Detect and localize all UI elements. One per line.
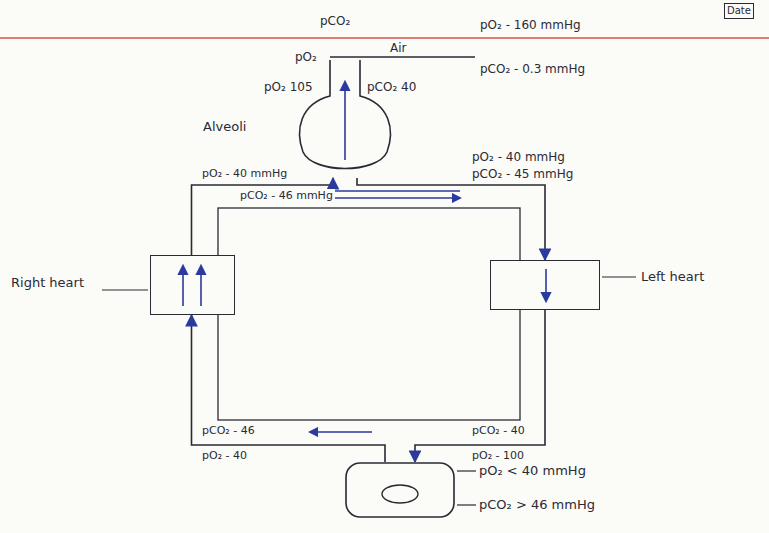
flow-arrow xyxy=(200,266,202,306)
blood-vessel xyxy=(192,315,386,462)
air-line xyxy=(330,56,475,58)
pressure-value: pO₂ - 40 mmHg xyxy=(200,167,289,181)
pressure-value: pCO₂ - 46 mmHg xyxy=(238,189,335,203)
pressure-value: pCO₂ - 40 xyxy=(470,424,527,438)
pressure-value: pO₂ - 40 xyxy=(200,449,249,463)
leader-line xyxy=(102,289,148,290)
node-outline xyxy=(491,261,601,311)
leader-line xyxy=(457,504,476,505)
alveoli-flask: Alveoli xyxy=(295,60,395,178)
blood-vessel xyxy=(357,178,545,260)
pressure-value: pCO₂ - 46 xyxy=(200,424,257,438)
exchange-arrow xyxy=(344,82,346,160)
flow-arrow xyxy=(545,269,547,301)
pressure-value: pO₂ - 40 mmHg xyxy=(470,150,567,164)
right-heart-box: Right heart xyxy=(150,255,235,315)
node-label: Alveoli xyxy=(203,120,246,134)
pressure-value: pO₂ - 160 mmHg xyxy=(478,18,583,32)
node-label: pO₂ < 40 mmHg xyxy=(479,464,586,478)
node-label: Left heart xyxy=(641,270,704,284)
pressure-value: pO₂ - 100 xyxy=(470,449,526,463)
pressure-value: pCO₂ xyxy=(318,14,352,28)
tissue-cell: pO₂ < 40 mmHgpCO₂ > 46 mmHg xyxy=(345,462,455,518)
leader-line xyxy=(457,470,476,471)
node-outline xyxy=(345,462,455,518)
alveolus-outline xyxy=(300,60,391,169)
node-label: pCO₂ > 46 mmHg xyxy=(479,498,595,512)
leader-line xyxy=(602,276,636,277)
node-outline xyxy=(151,256,236,316)
pressure-value: Air xyxy=(388,41,408,55)
pressure-value: pCO₂ - 45 mmHg xyxy=(470,167,575,181)
inner-vessel xyxy=(218,208,520,420)
left-heart-box: Left heart xyxy=(490,260,600,310)
capillary-flow xyxy=(335,197,460,199)
flow-arrow xyxy=(182,266,184,306)
date-field: Date xyxy=(724,3,754,19)
pressure-value: pO₂ 105 xyxy=(262,80,315,94)
flow-arrow xyxy=(310,431,372,433)
pressure-value: pCO₂ 40 xyxy=(365,80,418,94)
margin-rule xyxy=(0,37,769,39)
capillary-line xyxy=(335,190,460,192)
blood-vessel xyxy=(415,310,545,462)
node-label: Right heart xyxy=(11,276,84,290)
nucleus xyxy=(382,485,418,503)
node-outline xyxy=(295,60,395,178)
pressure-value: pO₂ xyxy=(293,50,319,64)
pressure-value: pCO₂ - 0.3 mmHg xyxy=(478,62,587,76)
cell-outline xyxy=(346,463,454,517)
